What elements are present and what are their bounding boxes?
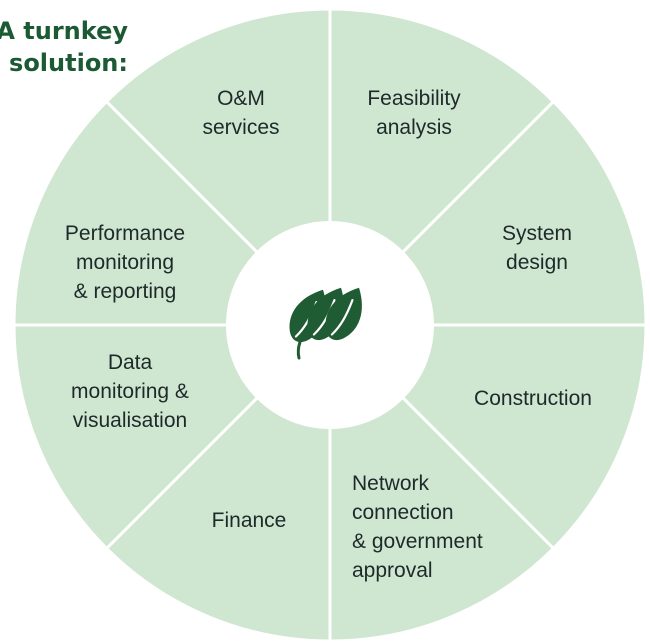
label-data-monitoring-line-2: monitoring & — [71, 380, 189, 403]
label-network-connection-line-4: approval — [352, 559, 433, 582]
label-feasibility: Feasibility analysis — [367, 87, 461, 139]
label-construction: Construction — [474, 387, 592, 410]
heading: A turnkey solution: — [0, 16, 200, 106]
label-network-connection: Network connection & government approval — [352, 472, 483, 582]
label-performance-monitoring: Performance monitoring & reporting — [65, 222, 185, 303]
heading-line-2: solution: — [9, 49, 128, 77]
label-data-monitoring-line-1: Data — [108, 351, 153, 374]
label-finance: Finance — [212, 509, 287, 532]
label-om-services-line-1: O&M — [217, 87, 265, 110]
label-data-monitoring: Data monitoring & visualisation — [71, 351, 189, 432]
label-performance-monitoring-line-1: Performance — [65, 222, 185, 245]
heading-line-1: A turnkey — [0, 17, 128, 45]
label-system-design-line-2: design — [506, 251, 568, 274]
label-feasibility-line-2: analysis — [376, 116, 452, 139]
three-leaves-icon — [289, 287, 362, 360]
label-system-design: System design — [502, 222, 572, 274]
label-performance-monitoring-line-2: monitoring — [76, 251, 174, 274]
label-system-design-line-1: System — [502, 222, 572, 245]
label-network-connection-line-2: connection — [352, 501, 454, 524]
label-om-services-line-2: services — [202, 116, 279, 139]
label-data-monitoring-line-3: visualisation — [73, 409, 187, 432]
label-network-connection-line-3: & government — [352, 530, 483, 553]
label-construction-line-1: Construction — [474, 387, 592, 410]
label-feasibility-line-1: Feasibility — [367, 87, 461, 110]
label-om-services: O&M services — [202, 87, 279, 139]
label-performance-monitoring-line-3: & reporting — [74, 280, 177, 303]
label-network-connection-line-1: Network — [352, 472, 430, 495]
label-finance-line-1: Finance — [212, 509, 287, 532]
